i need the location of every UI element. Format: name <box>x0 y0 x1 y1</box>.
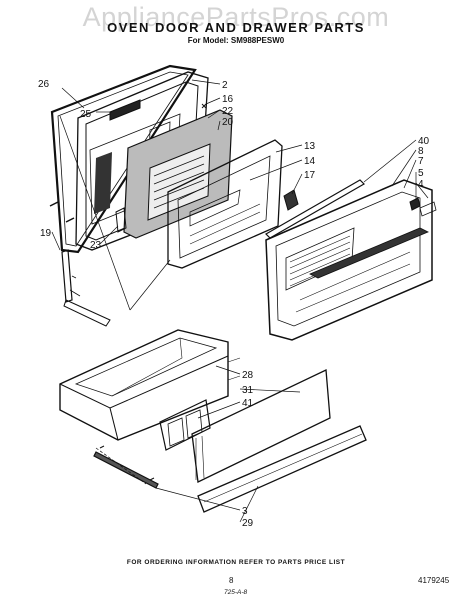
door-screws <box>49 201 75 223</box>
door-bracket <box>115 207 127 233</box>
door-hinge <box>61 249 111 327</box>
ordering-info-footer: FOR ORDERING INFORMATION REFER TO PARTS … <box>126 559 346 566</box>
callout-28: 28 <box>242 370 254 381</box>
callout-26: 26 <box>38 79 50 90</box>
callout-19: 19 <box>40 228 52 239</box>
door-insulation <box>123 103 233 239</box>
callout-22: 22 <box>222 106 234 117</box>
door-outer-panel <box>167 139 283 269</box>
callout-3: 3 <box>242 506 248 517</box>
drawer-slide-rail <box>93 445 159 489</box>
storage-drawer <box>59 329 241 441</box>
drawer-bracket <box>159 399 211 451</box>
callout-4: 4 <box>418 179 424 190</box>
hinge-clip <box>283 189 299 211</box>
callout-2: 2 <box>222 80 228 91</box>
callout-8: 8 <box>418 146 424 157</box>
door-trim-strip <box>265 179 365 239</box>
callout-29: 29 <box>242 518 254 529</box>
callout-40: 40 <box>418 136 430 147</box>
callout-17: 17 <box>304 170 316 181</box>
callout-31: 31 <box>242 385 254 396</box>
model-line: For Model: SM988PESW0 <box>187 36 285 45</box>
callout-41: 41 <box>242 398 254 409</box>
callout-labels: 26 25 2 16 22 20 13 14 17 19 23 40 8 7 5… <box>38 79 430 529</box>
callout-23: 23 <box>90 240 102 251</box>
drawer-leader-lines <box>95 365 301 523</box>
callout-5: 5 <box>418 168 424 179</box>
outer-door-assembly <box>265 179 437 341</box>
callout-25: 25 <box>80 109 92 120</box>
callout-13: 13 <box>304 141 316 152</box>
document-part-number: 4179245 <box>418 576 450 585</box>
callout-7: 7 <box>418 156 424 167</box>
watermark: AppliancePartsPros.com <box>82 2 390 32</box>
drawing-code: 725-A-8 <box>224 589 248 596</box>
callout-20: 20 <box>222 117 234 128</box>
page-title: OVEN DOOR AND DRAWER PARTS <box>107 20 365 35</box>
callout-16: 16 <box>222 94 234 105</box>
leader-lines <box>51 79 429 311</box>
page-number: 8 <box>229 576 234 585</box>
callout-14: 14 <box>304 156 316 167</box>
drawer-trim <box>197 425 367 513</box>
